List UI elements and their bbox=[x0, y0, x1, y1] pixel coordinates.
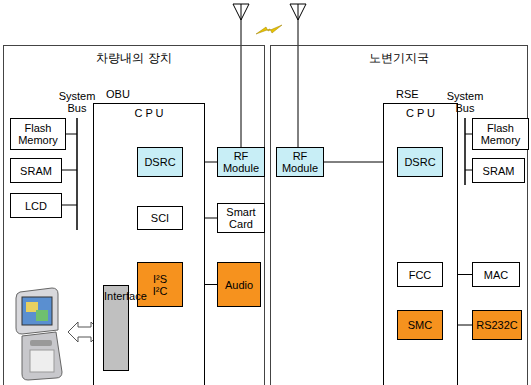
component-label: SRAM bbox=[483, 165, 515, 177]
bus-wire bbox=[465, 170, 472, 171]
component-box: DSRC bbox=[397, 147, 443, 177]
component-box: RS232C bbox=[472, 310, 522, 340]
cpu-box: DSRCFCCSMCRSEC P U bbox=[383, 103, 458, 385]
component-label: Audio bbox=[225, 279, 253, 291]
unit-name: RSE bbox=[396, 88, 419, 100]
device-group: DSRCSCII²S I²CInterfaceOBUC P URF Module… bbox=[3, 45, 265, 385]
component-box: FCC bbox=[397, 262, 443, 287]
component-label: Smart Card bbox=[218, 206, 264, 230]
component-label: RF Module bbox=[277, 150, 323, 174]
component-label: I²S I²C bbox=[147, 273, 173, 297]
component-box: Audio bbox=[217, 262, 261, 307]
component-label: MAC bbox=[484, 269, 508, 281]
cpu-title: C P U bbox=[384, 107, 457, 119]
phone-screen-image bbox=[36, 310, 48, 321]
group-title: 차량내의 장치 bbox=[4, 52, 264, 64]
phone-screen bbox=[22, 297, 52, 325]
component-box: Smart Card bbox=[217, 203, 265, 233]
phone-keys bbox=[30, 350, 54, 372]
bus-label: System Bus bbox=[52, 90, 102, 114]
component-label: SRAM bbox=[20, 165, 52, 177]
bus-label: System Bus bbox=[440, 90, 490, 114]
component-box: MAC bbox=[472, 262, 520, 287]
component-label: RF Module bbox=[218, 150, 264, 174]
group-title: 노변기지국 bbox=[271, 52, 527, 64]
phone-lid bbox=[16, 288, 58, 334]
component-label: Flash Memory bbox=[473, 122, 528, 146]
phone-illustration bbox=[16, 288, 62, 380]
component-box: SRAM bbox=[10, 158, 62, 183]
component-box: RF Module bbox=[276, 147, 324, 177]
device-group: DSRCFCCSMCRSEC P URF ModuleFlash MemoryS… bbox=[270, 45, 528, 385]
component-box: RF Module bbox=[217, 147, 265, 177]
system-bus bbox=[464, 118, 466, 185]
component-label: Flash Memory bbox=[11, 122, 65, 146]
component-box: LCD bbox=[10, 193, 62, 218]
component-label: RS232C bbox=[476, 319, 518, 331]
component-box: SCI bbox=[137, 206, 183, 230]
component-label: Interface bbox=[104, 290, 147, 302]
component-box: SRAM bbox=[472, 158, 525, 183]
unit-name: OBU bbox=[106, 88, 130, 100]
bus-wire bbox=[465, 134, 472, 135]
component-box: Flash Memory bbox=[472, 118, 529, 150]
antenna-line bbox=[298, 4, 299, 147]
component-box: SMC bbox=[397, 310, 443, 340]
system-bus bbox=[76, 118, 78, 230]
phone-base bbox=[22, 332, 62, 380]
component-label: LCD bbox=[25, 200, 47, 212]
antenna-line bbox=[241, 4, 242, 147]
phone-keys bbox=[30, 340, 52, 346]
cpu-title: C P U bbox=[94, 107, 204, 119]
component-label: SMC bbox=[408, 319, 432, 331]
cpu-box: DSRCSCII²S I²CInterfaceOBUC P U bbox=[93, 103, 205, 385]
bus-wire bbox=[62, 170, 77, 171]
component-label: DSRC bbox=[404, 156, 435, 168]
component-box: Flash Memory bbox=[10, 118, 66, 150]
wireless-symbol bbox=[256, 25, 282, 34]
component-label: FCC bbox=[409, 269, 432, 281]
bus-wire bbox=[62, 205, 77, 206]
component-label: DSRC bbox=[144, 156, 175, 168]
component-box: DSRC bbox=[137, 147, 183, 177]
interface-box: Interface bbox=[103, 285, 129, 371]
component-label: SCI bbox=[151, 212, 169, 224]
